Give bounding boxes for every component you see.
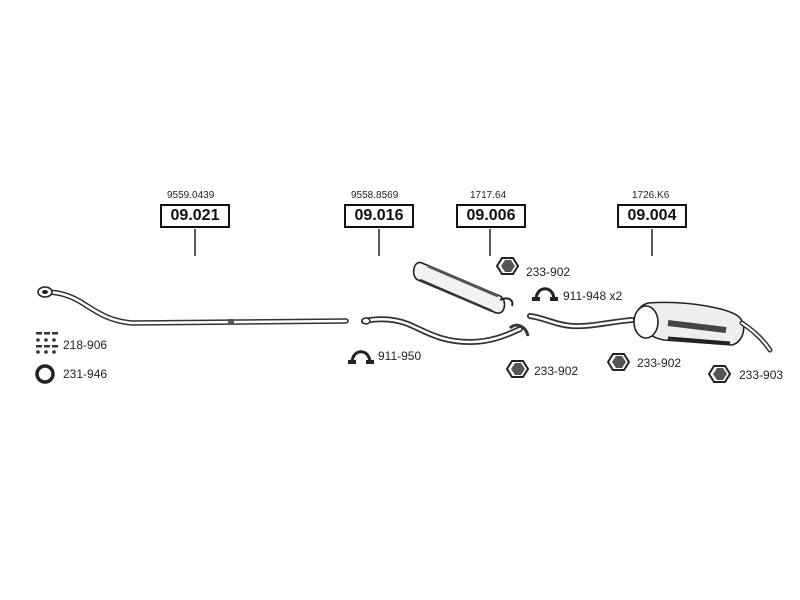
middle-pipe-drawing [361,316,530,346]
centre-silencer-drawing [412,261,514,314]
hex-nut-icon-233-902-top [495,257,520,275]
part-label-233-903: 233-903 [739,368,784,382]
rear-silencer-drawing [527,301,773,353]
hex-nut-icon-233-902-right [606,353,631,371]
ref-number-1726-k6: 1726.K6 [632,190,670,201]
part-label-231-946: 231-946 [63,367,108,381]
part-label-911-950: 911-950 [378,349,422,363]
mounting-kit-icon [36,332,58,354]
hex-nut-icon-233-902-mid [505,360,530,378]
ref-number-9558-8569: 9558.8569 [351,190,399,201]
part-label-233-902-top: 233-902 [526,265,571,279]
part-label-218-906: 218-906 [63,338,108,352]
part-label-911-948: 911-948 x2 [563,289,623,303]
front-pipe-drawing [37,286,349,326]
code-box-09-004: 09.004 [617,204,687,228]
clamp-icon-911-948 [532,287,558,301]
ref-number-9559-0439: 9559.0439 [167,190,215,201]
part-label-233-902-mid: 233-902 [534,364,579,378]
ref-number-1717-64: 1717.64 [470,190,507,201]
code-box-09-016: 09.016 [344,204,414,228]
part-label-233-902-right: 233-902 [637,356,682,370]
sealing-ring-icon [35,364,55,384]
clamp-icon-911-950 [348,350,374,364]
code-box-09-021: 09.021 [160,204,230,228]
code-box-09-006: 09.006 [456,204,526,228]
hex-nut-icon-233-903 [707,365,732,383]
